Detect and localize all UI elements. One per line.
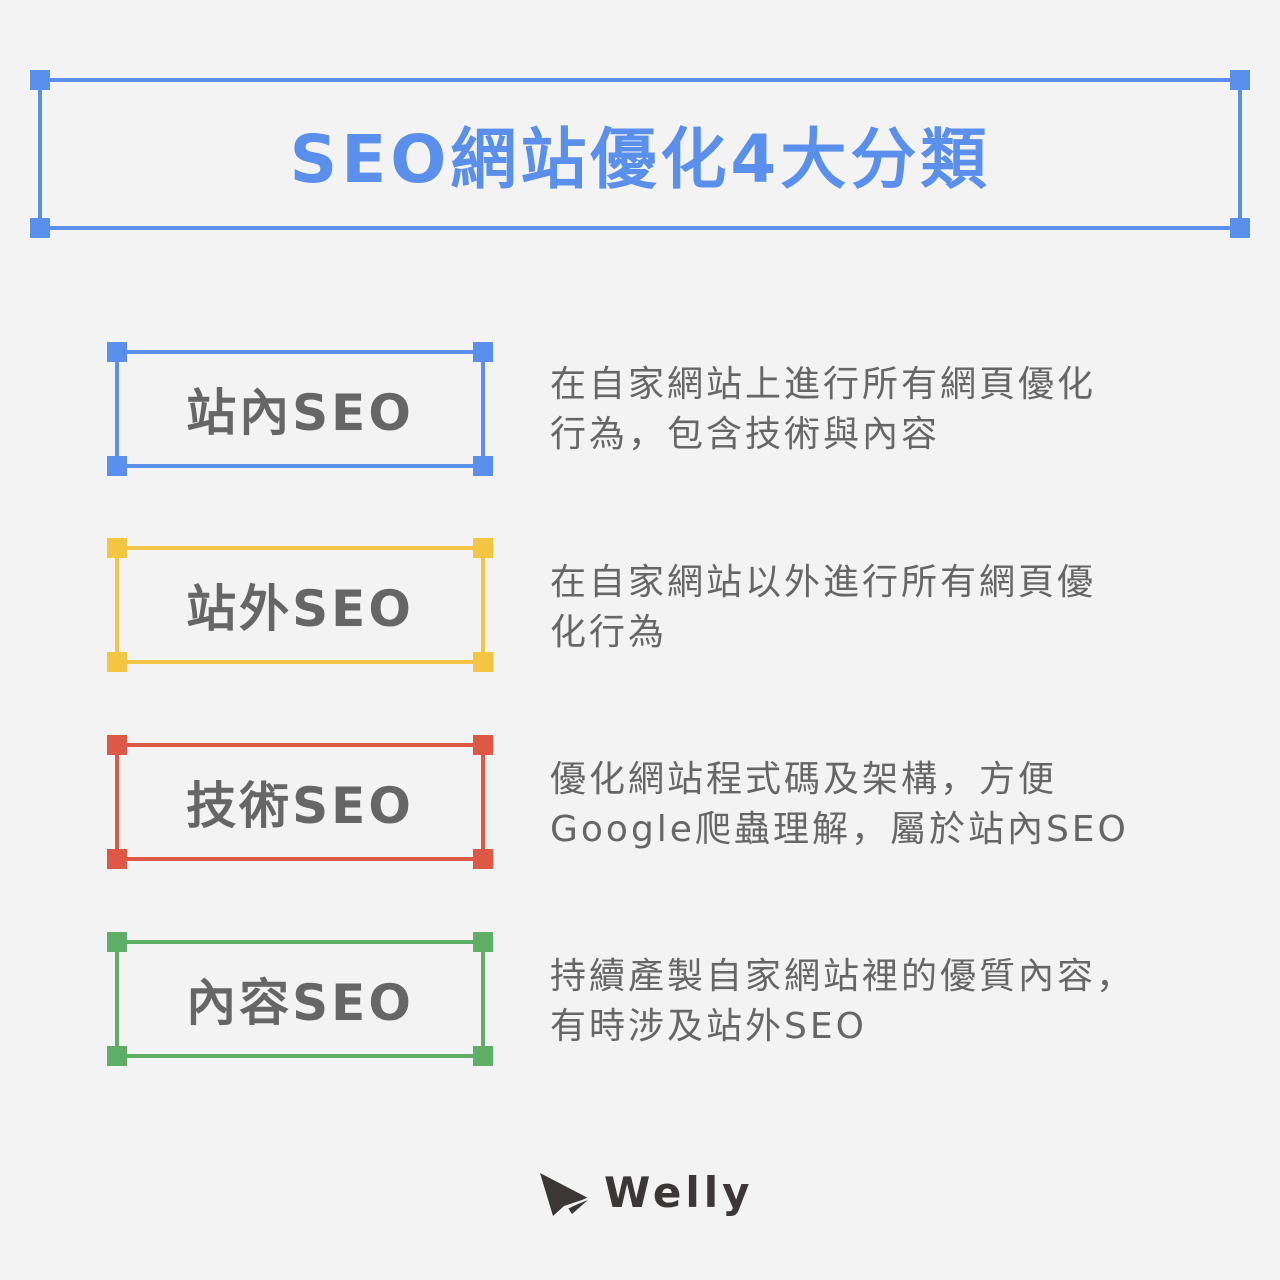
category-label: 站外SEO: [186, 580, 414, 638]
corner-handle: [1230, 218, 1250, 238]
category-description: 優化網站程式碼及架構，方便 Google爬蟲理解，屬於站內SEO: [550, 755, 1230, 855]
corner-handle: [473, 849, 493, 869]
description-line: 化行為: [550, 612, 668, 653]
brand-name: Welly: [604, 1168, 754, 1217]
corner-handle: [107, 849, 127, 869]
corner-handle: [30, 218, 50, 238]
page-title: SEO網站優化4大分類: [289, 121, 991, 198]
corner-handle: [107, 456, 127, 476]
corner-handle: [473, 456, 493, 476]
corner-handle: [107, 932, 127, 952]
category-label: 站內SEO: [186, 384, 414, 442]
corner-handle: [30, 70, 50, 90]
corner-handle: [473, 652, 493, 672]
corner-handle: [473, 932, 493, 952]
corner-handle: [107, 342, 127, 362]
paper-plane-icon: [538, 1170, 590, 1216]
description-line: 持續產製自家網站裡的優質內容，: [550, 956, 1136, 997]
description-line: 在自家網站上進行所有網頁優化: [550, 364, 1097, 405]
corner-handle: [107, 652, 127, 672]
category-description: 在自家網站以外進行所有網頁優 化行為: [550, 558, 1230, 658]
category-box-offsite: 站外SEO: [107, 538, 493, 672]
corner-handle: [107, 1046, 127, 1066]
corner-handle: [473, 735, 493, 755]
brand-logo: Welly: [538, 1168, 754, 1217]
corner-handle: [473, 342, 493, 362]
corner-handle: [107, 538, 127, 558]
category-description: 在自家網站上進行所有網頁優化 行為，包含技術與內容: [550, 360, 1230, 460]
corner-handle: [1230, 70, 1250, 90]
description-line: 優化網站程式碼及架構，方便: [550, 759, 1058, 800]
category-box-content: 內容SEO: [107, 932, 493, 1066]
title-frame: SEO網站優化4大分類: [30, 70, 1250, 238]
description-line: 在自家網站以外進行所有網頁優: [550, 562, 1097, 603]
description-line: 行為，包含技術與內容: [550, 414, 941, 455]
corner-handle: [473, 1046, 493, 1066]
category-box-onsite: 站內SEO: [107, 342, 493, 476]
category-description: 持續產製自家網站裡的優質內容， 有時涉及站外SEO: [550, 952, 1230, 1052]
category-box-technical: 技術SEO: [107, 735, 493, 869]
description-line: 有時涉及站外SEO: [550, 1006, 867, 1047]
corner-handle: [473, 538, 493, 558]
category-label: 內容SEO: [186, 974, 414, 1032]
corner-handle: [107, 735, 127, 755]
category-label: 技術SEO: [186, 777, 414, 835]
description-line: Google爬蟲理解，屬於站內SEO: [550, 809, 1129, 850]
